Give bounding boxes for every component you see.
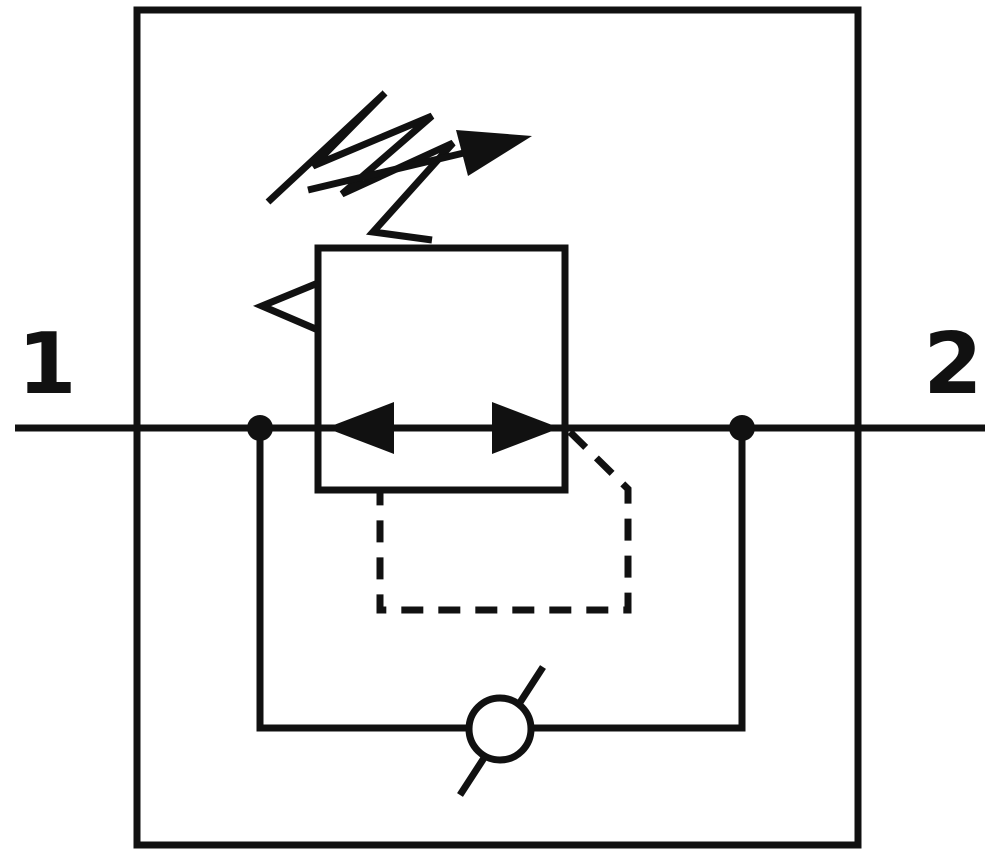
port-2-label: 2 (923, 315, 982, 414)
adjustment-arrow-icon (456, 130, 532, 176)
port-1-label: 1 (17, 315, 76, 414)
flow-arrow-right-icon (492, 402, 560, 454)
junction-dot-left (247, 415, 273, 441)
adjustment-arrow-shaft (307, 148, 469, 194)
pilot-dashed-line (376, 429, 632, 614)
regulator-body (314, 244, 569, 494)
pilot-arrowhead-icon (252, 279, 320, 334)
flow-arrow-left-icon (326, 402, 394, 454)
junction-dot-right (729, 415, 755, 441)
spring-icon (265, 90, 456, 244)
check-valve-icon (465, 694, 535, 764)
